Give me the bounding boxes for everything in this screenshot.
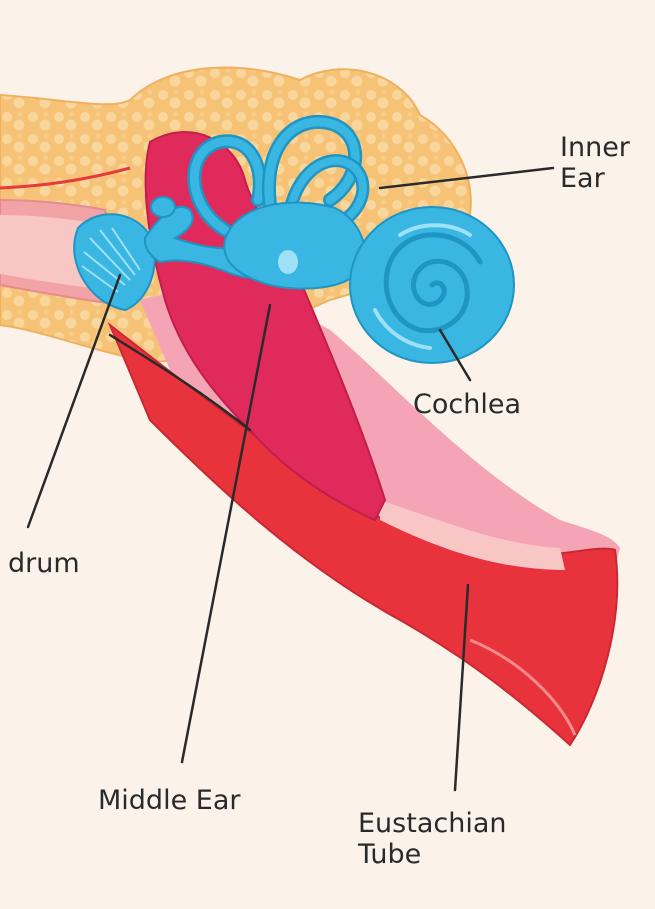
label-eustachian-tube: Eustachian Tube [358, 808, 507, 870]
label-cochlea: Cochlea [413, 389, 521, 420]
label-inner-ear: Inner Ear [560, 132, 630, 194]
label-eustachian-tube-line1: Eustachian [358, 808, 507, 839]
label-eustachian-tube-line2: Tube [358, 839, 507, 870]
oval-window [278, 250, 298, 274]
ossicle-head [151, 197, 175, 217]
cochlea [350, 207, 514, 363]
label-middle-ear: Middle Ear [98, 785, 240, 816]
vestibule [224, 203, 364, 289]
label-inner-ear-line1: Inner [560, 132, 630, 163]
label-drum: drum [8, 548, 80, 579]
label-inner-ear-line2: Ear [560, 163, 630, 194]
